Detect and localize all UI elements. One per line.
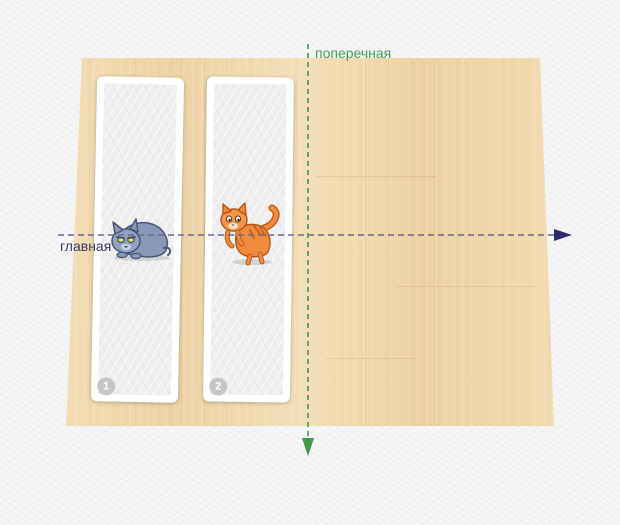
orange-cat-icon xyxy=(220,202,280,266)
cross-axis-label: поперечная xyxy=(315,45,392,61)
main-axis-label: главная xyxy=(60,238,112,254)
cross-axis-arrow xyxy=(302,438,314,456)
plank-seam xyxy=(396,286,536,287)
main-axis-arrow xyxy=(554,229,572,241)
plank-seam xyxy=(326,358,416,359)
plank-seam xyxy=(316,176,436,177)
